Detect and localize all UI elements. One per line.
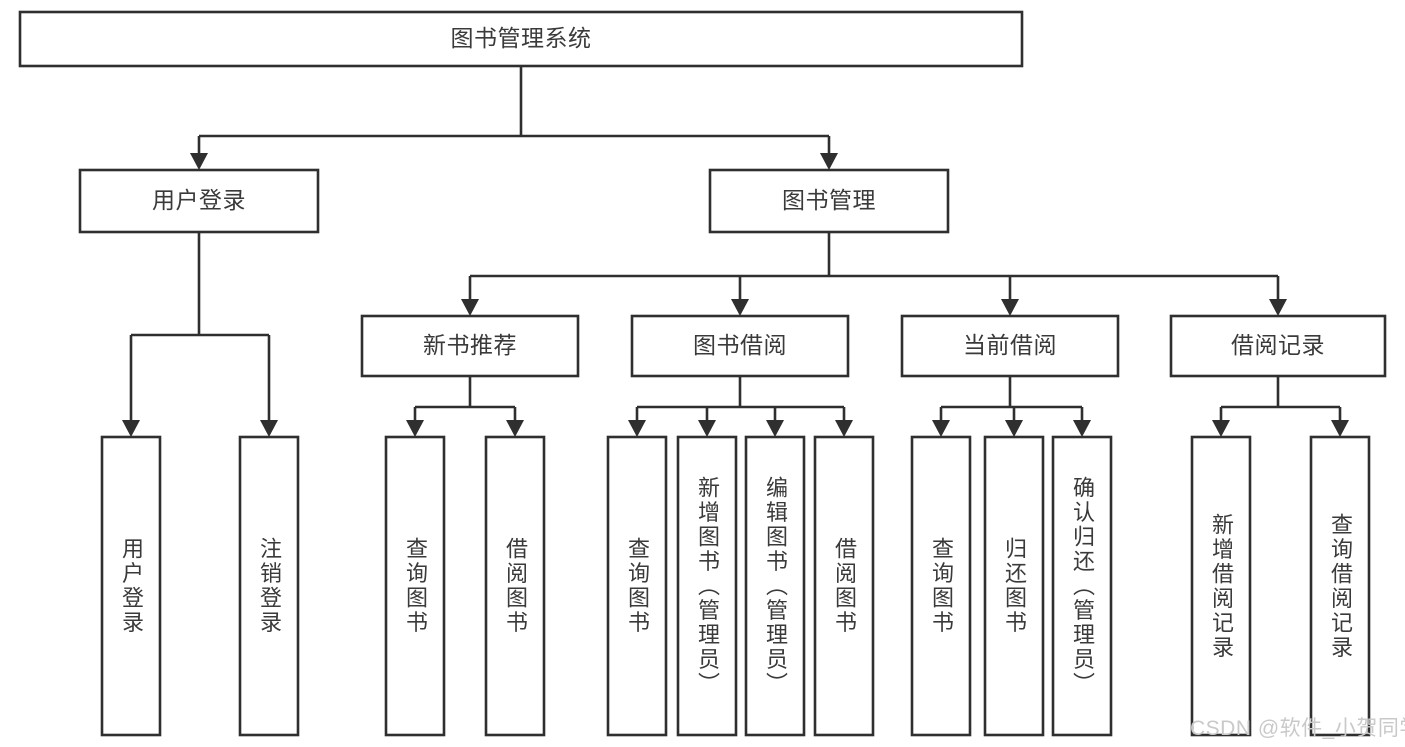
- arrow-head-icon: [461, 299, 479, 316]
- arrow-head-icon: [1001, 299, 1019, 316]
- node-box-leaf-add-record[interactable]: [1190, 435, 1252, 737]
- node-box-leaf-query-record[interactable]: [1309, 435, 1371, 737]
- connectors-group: [122, 66, 1349, 437]
- node-box-leaf-query-book-3[interactable]: [910, 435, 972, 737]
- boxes-group: [18, 10, 1387, 737]
- arrow-head-icon: [932, 420, 950, 437]
- node-box-current-borrow[interactable]: [900, 314, 1120, 378]
- node-box-leaf-borrow-book-2[interactable]: [813, 435, 875, 737]
- node-box-user-login[interactable]: [78, 168, 320, 234]
- arrow-head-icon: [190, 153, 208, 170]
- arrow-head-icon: [1331, 420, 1349, 437]
- node-box-leaf-borrow-book-1[interactable]: [484, 435, 546, 737]
- node-box-leaf-query-book-2[interactable]: [606, 435, 668, 737]
- node-box-leaf-user-login[interactable]: [100, 435, 162, 737]
- node-box-leaf-confirm-return[interactable]: [1051, 435, 1113, 737]
- arrow-head-icon: [835, 420, 853, 437]
- arrow-head-icon: [406, 420, 424, 437]
- arrow-head-icon: [698, 420, 716, 437]
- arrow-head-icon: [1005, 420, 1023, 437]
- arrow-head-icon: [122, 420, 140, 437]
- arrow-head-icon: [628, 420, 646, 437]
- arrow-head-icon: [820, 153, 838, 170]
- arrow-head-icon: [1073, 420, 1091, 437]
- arrow-head-icon: [1212, 420, 1230, 437]
- arrow-head-icon: [731, 299, 749, 316]
- arrow-head-icon: [766, 420, 784, 437]
- arrow-head-icon: [1269, 299, 1287, 316]
- node-box-leaf-logout[interactable]: [238, 435, 300, 737]
- node-box-leaf-query-book-1[interactable]: [384, 435, 446, 737]
- node-box-new-book-recommend[interactable]: [360, 314, 580, 378]
- node-box-book-borrow[interactable]: [630, 314, 850, 378]
- node-box-leaf-add-book[interactable]: [676, 435, 738, 737]
- node-box-leaf-return-book[interactable]: [983, 435, 1045, 737]
- node-box-book-manage[interactable]: [708, 168, 950, 234]
- arrow-head-icon: [260, 420, 278, 437]
- watermark-text: CSDN @软件_小贺同学: [1190, 717, 1405, 740]
- arrow-head-icon: [506, 420, 524, 437]
- node-box-root[interactable]: [18, 10, 1024, 68]
- node-box-leaf-edit-book[interactable]: [744, 435, 806, 737]
- node-box-borrow-record[interactable]: [1169, 314, 1387, 378]
